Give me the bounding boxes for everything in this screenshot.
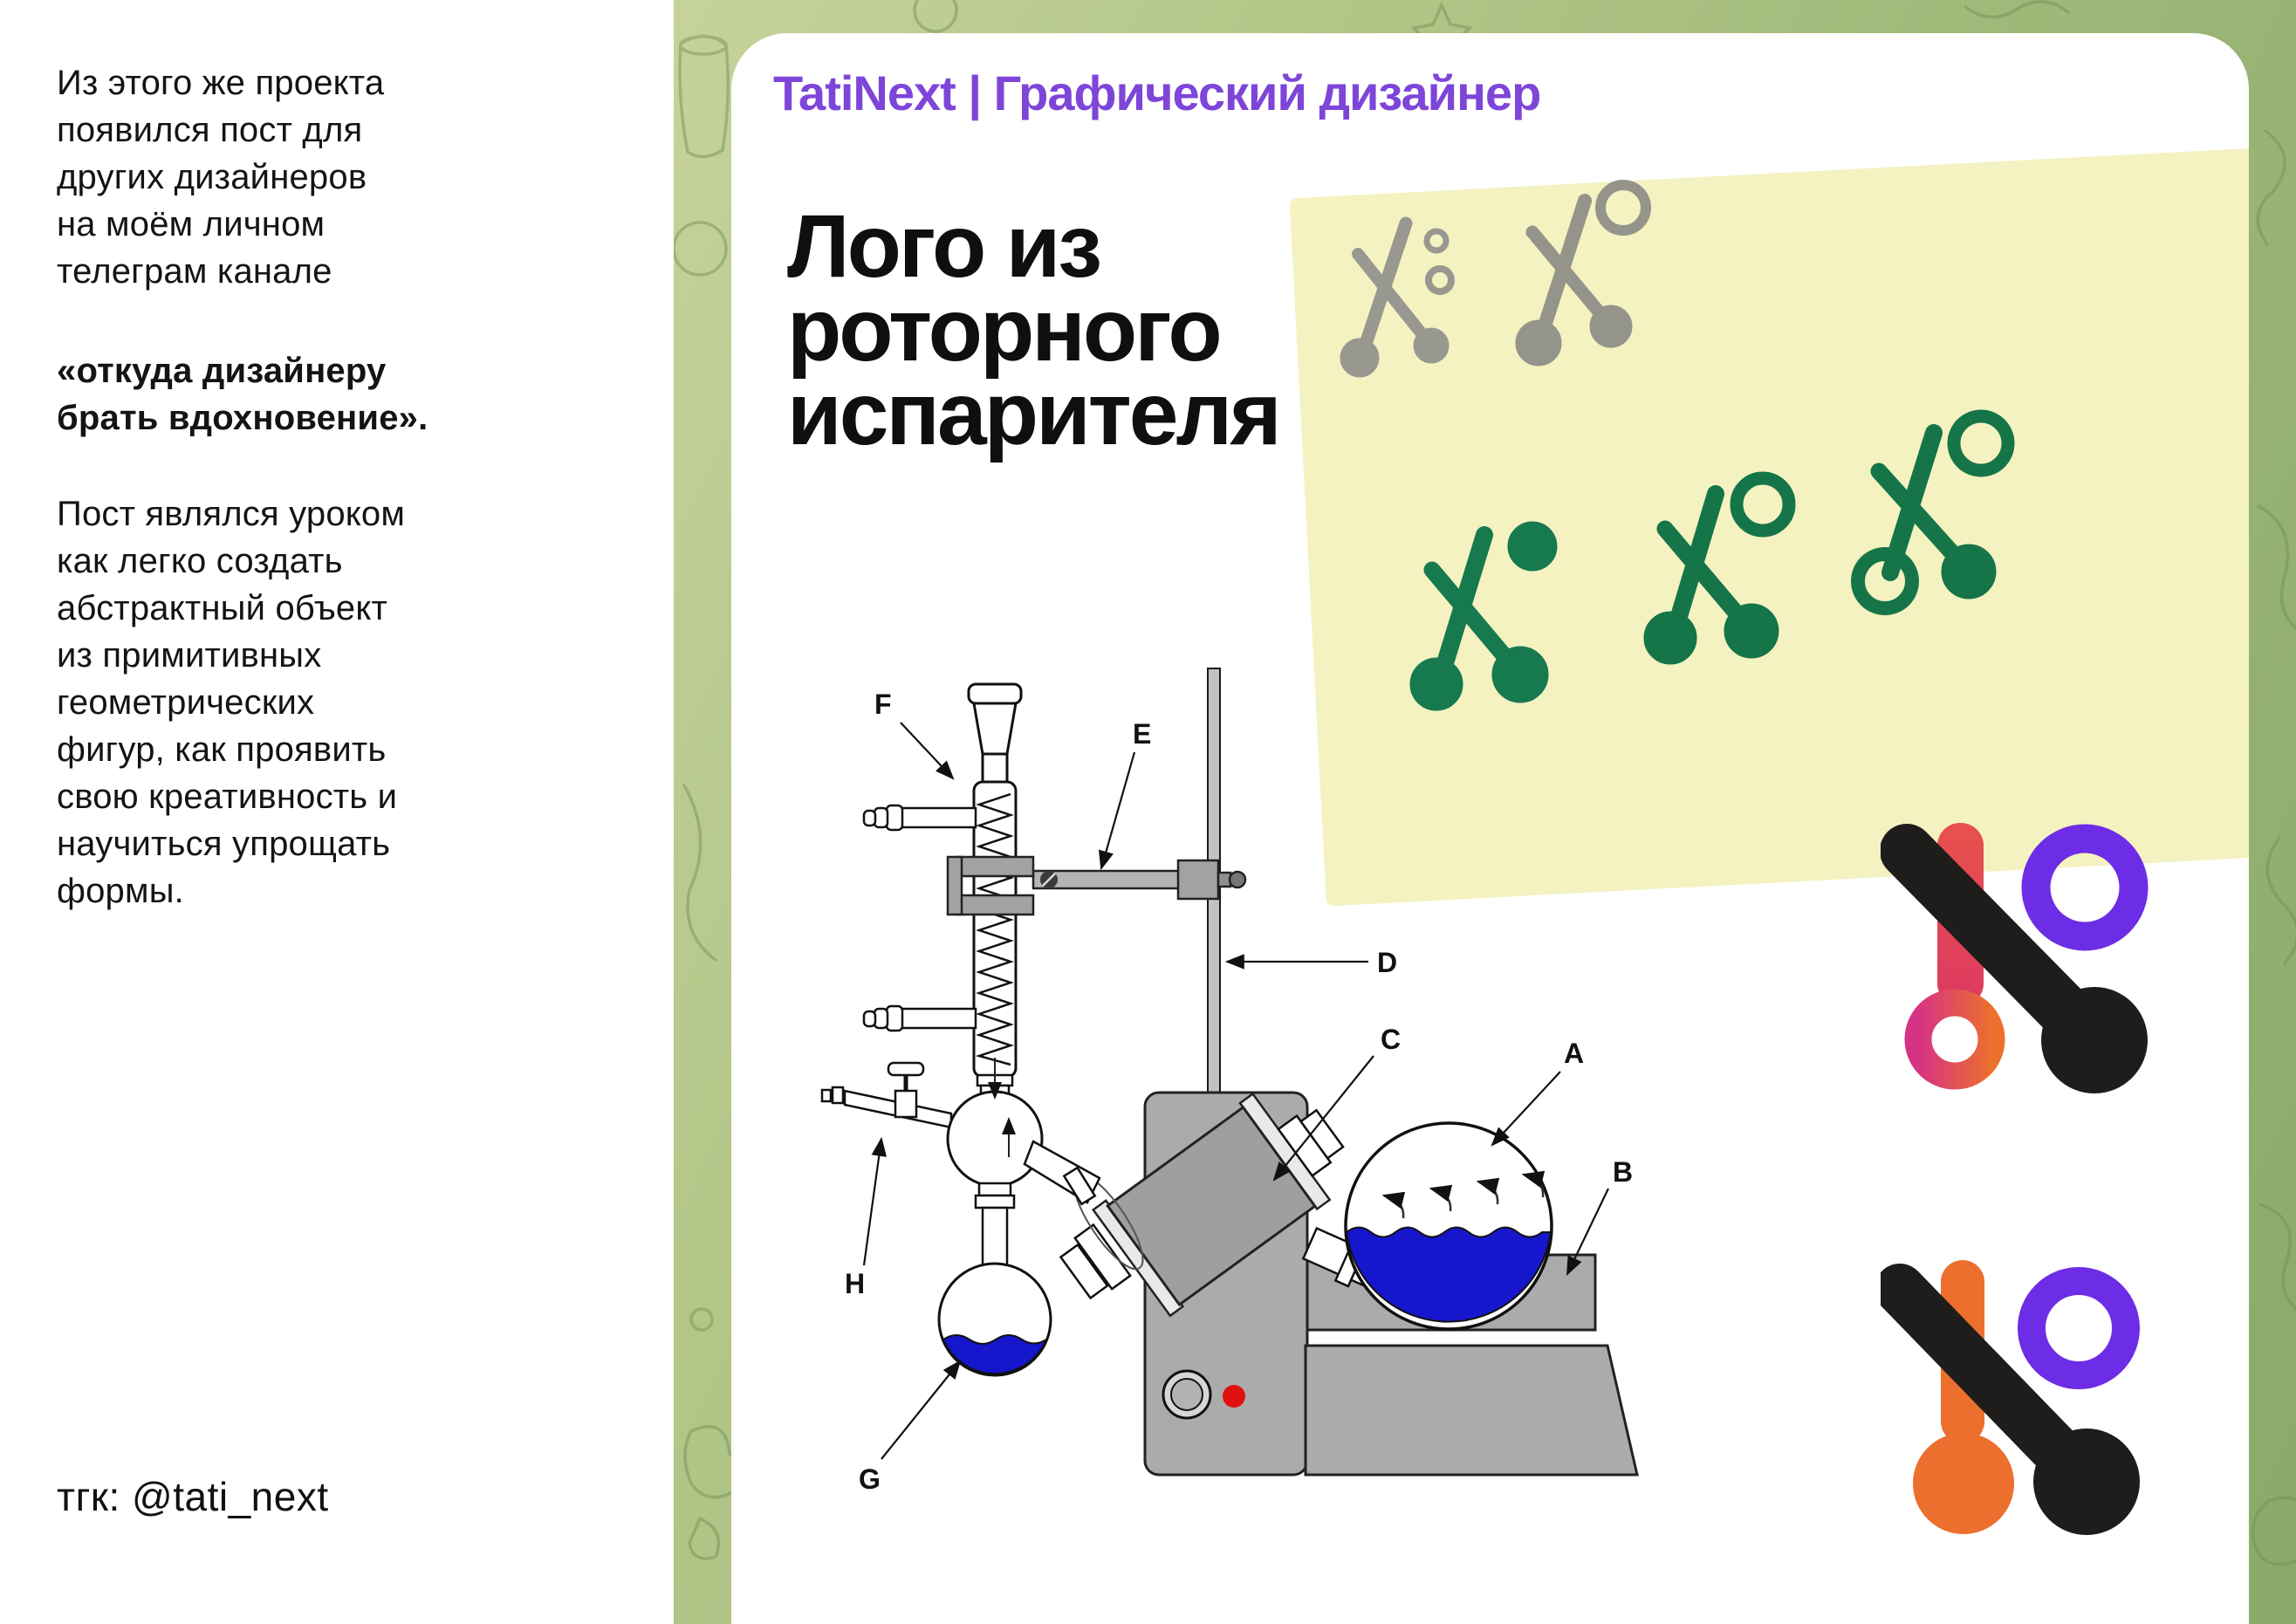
label-b: B — [1613, 1156, 1633, 1188]
text-line: как легко создать — [57, 542, 343, 580]
logo-sketches — [1340, 180, 2015, 711]
text-line: «откуда дизайнеру — [57, 352, 387, 390]
hose-barb — [862, 804, 977, 832]
text-line: свою креативность и — [57, 778, 398, 816]
black-bulb — [2041, 987, 2148, 1093]
project-title: Лого из роторного испарителя — [787, 196, 1282, 463]
marker-sketch — [1643, 471, 1796, 665]
power-led — [1223, 1385, 1245, 1408]
label-h: H — [845, 1268, 865, 1299]
trap-bulb — [946, 1090, 1044, 1188]
post-card: TatiNext | Графический дизайнер — [731, 33, 2249, 1624]
pencil-sketch — [1515, 180, 1651, 367]
text-line: появился пост для — [57, 111, 363, 149]
label-a: A — [1564, 1038, 1584, 1069]
drive-head — [1106, 1105, 1317, 1307]
label-c: C — [1381, 1024, 1401, 1055]
text-line: Из этого же проекта — [57, 64, 385, 102]
text-line: фигур, как проявить — [57, 730, 387, 769]
purple-ring — [2018, 1267, 2140, 1389]
black-bulb — [2033, 1429, 2140, 1535]
hose-barb — [862, 1004, 977, 1032]
title-line: Лого из — [787, 196, 1102, 296]
title-line: испарителя — [787, 364, 1282, 463]
thermometer-ring — [1904, 989, 2005, 1090]
text-line: из примитивных — [57, 636, 322, 675]
text-line: брать вдохновение». — [57, 399, 428, 437]
intro-paragraph: Из этого же проекта появился пост для др… — [57, 59, 384, 295]
text-line: Пост являлся уроком — [57, 495, 406, 533]
final-logo-filled-bulb — [1881, 1260, 2140, 1535]
black-stem — [1881, 1264, 2098, 1492]
marker-sketch — [1409, 521, 1558, 711]
text-line: формы. — [57, 872, 184, 910]
marker-sketch — [1851, 409, 2015, 615]
telegram-handle: тгк: @tati_next — [57, 1474, 329, 1519]
final-logo-outline-bulb — [1881, 823, 2149, 1093]
bath-liquid — [1345, 1226, 1552, 1323]
label-f: F — [874, 689, 892, 720]
left-text-panel: Из этого же проекта появился пост для др… — [0, 0, 674, 1624]
condenser-coil — [975, 792, 1014, 1066]
label-e: E — [1133, 718, 1151, 750]
title-line: роторного — [787, 280, 1223, 380]
stopcock — [894, 1089, 918, 1119]
text-line: телеграм канале — [57, 252, 332, 291]
thermometer-bulb — [1913, 1433, 2014, 1534]
rotary-evaporator-diagram: F E D C A B H G — [820, 668, 1639, 1495]
label-d: D — [1377, 947, 1397, 978]
quote-paragraph: «откуда дизайнеру брать вдохновение». — [57, 347, 428, 442]
text-line: геометрических — [57, 683, 315, 722]
text-line: абстрактный объект — [57, 589, 388, 627]
instrument-base — [1304, 1344, 1639, 1477]
purple-ring — [2021, 824, 2149, 951]
text-line: научиться упрощать — [57, 825, 391, 863]
black-stem — [1881, 824, 2104, 1051]
channel-title: TatiNext | Графический дизайнер — [773, 65, 1541, 120]
lesson-paragraph: Пост являлся уроком как легко создать аб… — [57, 490, 405, 915]
collected-liquid — [942, 1334, 1049, 1375]
text-line: других дизайнеров — [57, 158, 367, 196]
pencil-sketch — [1340, 216, 1455, 378]
text-line: на моём личном — [57, 205, 326, 243]
clamp — [946, 855, 1247, 916]
label-g: G — [859, 1463, 881, 1495]
